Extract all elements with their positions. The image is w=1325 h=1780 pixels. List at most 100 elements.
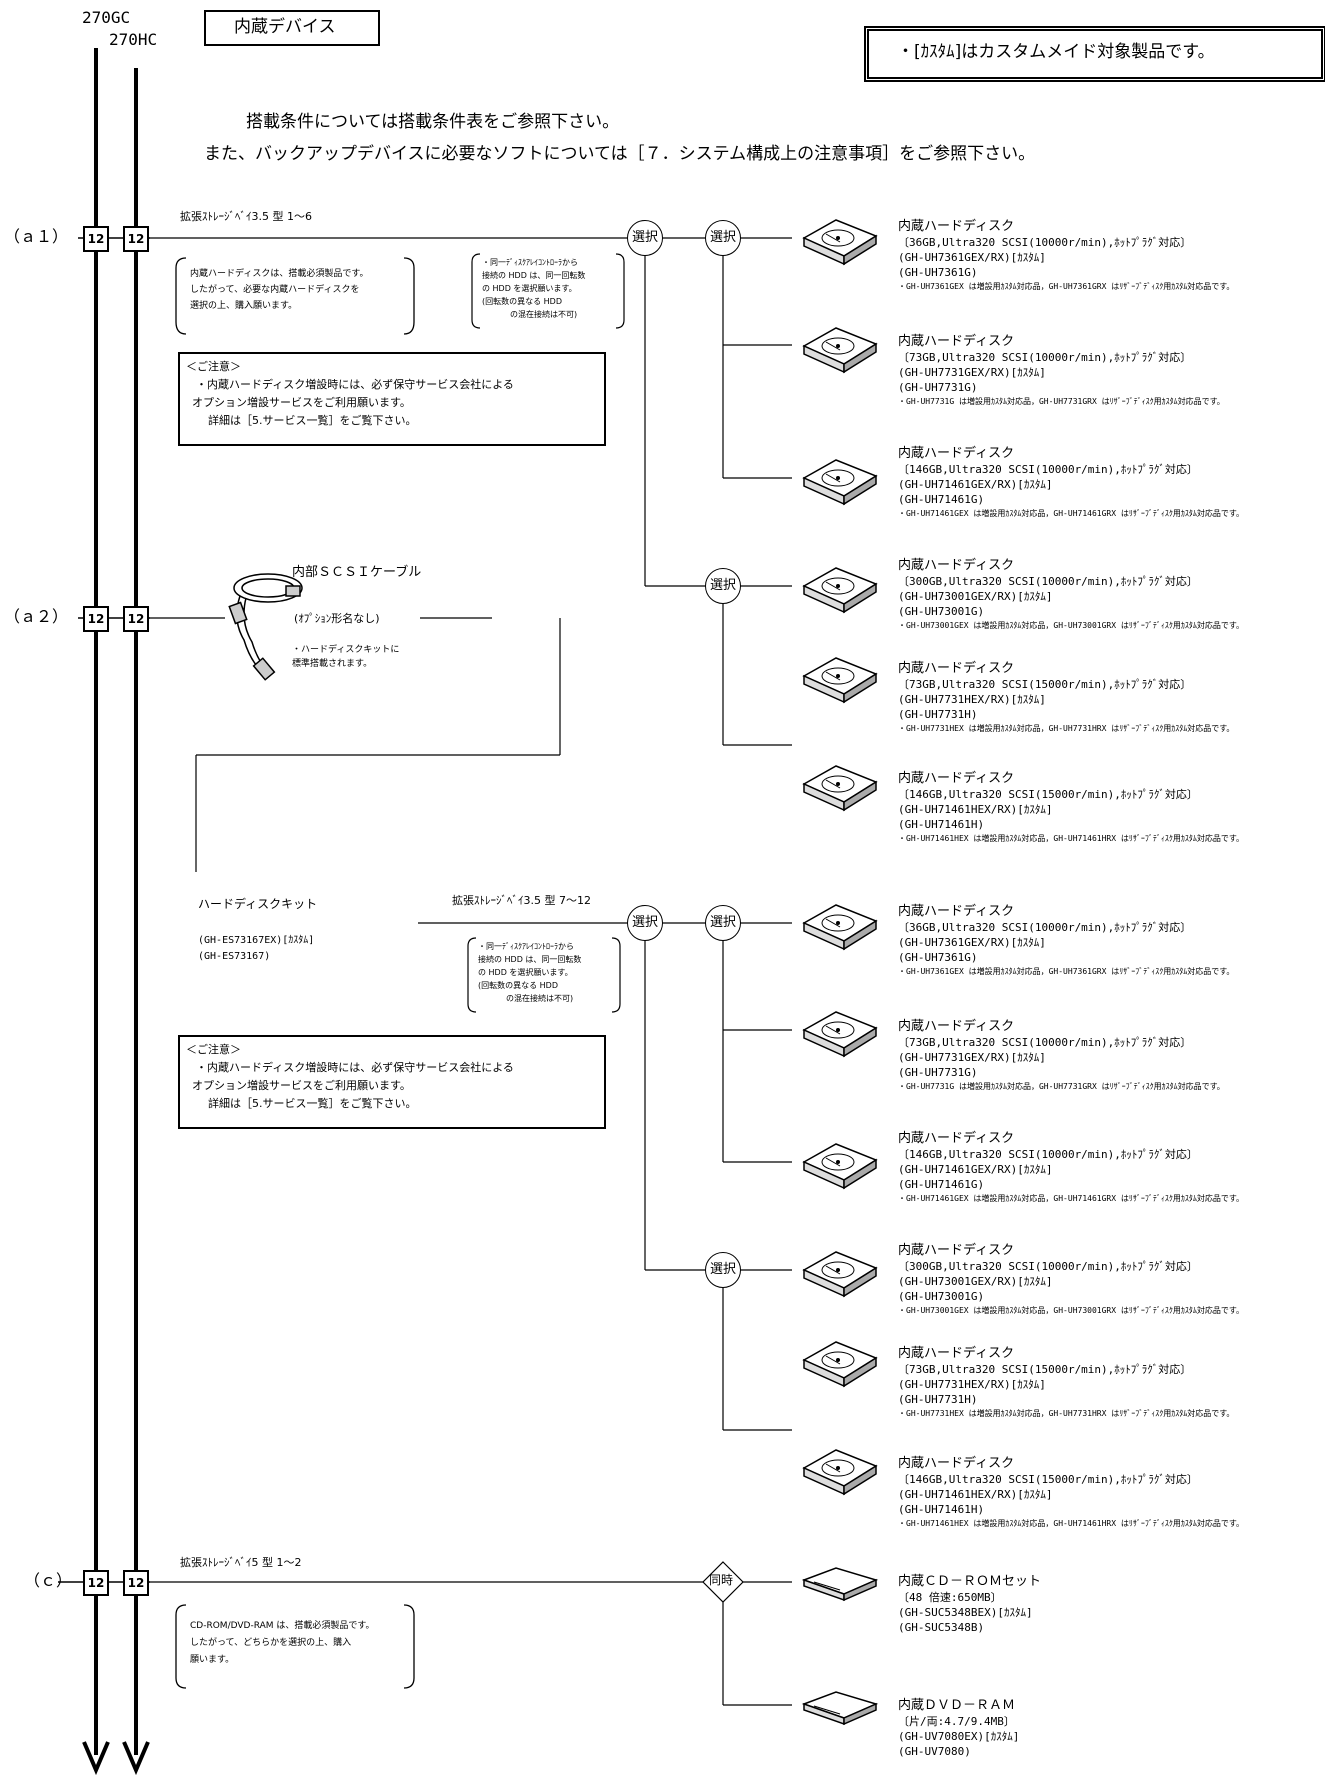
- select-node: 選択: [627, 220, 663, 256]
- note-line: 願います。: [190, 1655, 235, 1665]
- product-note: ・GH-UH73001GEX は増設用ｶｽﾀﾑ対応品，GH-UH73001GRX…: [898, 1306, 1245, 1315]
- product-title: 内蔵ハードディスク: [898, 661, 1015, 676]
- product-model1: (GH-UH7361GEX/RX)[ｶｽﾀﾑ]: [898, 936, 1046, 949]
- product-model1: (GH-UH7731HEX/RX)[ｶｽﾀﾑ]: [898, 1378, 1046, 1391]
- product-spec: 〔73GB,Ultra320 SCSI(10000r/min),ﾎｯﾄﾌﾟﾗｸﾞ…: [898, 1036, 1192, 1049]
- note-line: 内蔵ハードディスクは、搭載必須製品です。: [190, 269, 369, 279]
- scsi-cable-name: 内部ＳＣＳＩケーブル: [292, 565, 422, 580]
- bay-a1: 拡張ｽﾄﾚｰｼﾞﾍﾞｲ3.5 型 1～6: [180, 210, 312, 223]
- product-title: 内蔵ハードディスク: [898, 771, 1015, 786]
- model-270gc: 270GC: [82, 8, 131, 27]
- product-hdd: 内蔵ハードディスク 〔73GB,Ultra320 SCSI(15000r/min…: [898, 1345, 1234, 1420]
- product-spec: 〔146GB,Ultra320 SCSI(15000r/min),ﾎｯﾄﾌﾟﾗｸ…: [898, 1473, 1198, 1486]
- product-model2: (GH-UH7361G): [898, 951, 978, 964]
- product-hdd: 内蔵ハードディスク 〔146GB,Ultra320 SCSI(10000r/mi…: [898, 1130, 1244, 1205]
- select-node: 選択: [705, 1252, 741, 1288]
- simultaneous-node: 同時: [709, 1573, 734, 1587]
- product-model1: (GH-UH71461GEX/RX)[ｶｽﾀﾑ]: [898, 478, 1053, 491]
- product-model2: (GH-UH71461G): [898, 1178, 985, 1191]
- note-line: ・同一ﾃﾞｨｽｸｱﾚｲｺﾝﾄﾛｰﾗから: [482, 258, 578, 267]
- row-a1-num-hc: 12: [123, 226, 149, 252]
- product-model2: (GH-UH7731H): [898, 1393, 978, 1406]
- product-title: 内蔵ハードディスク: [898, 904, 1015, 919]
- product-title: 内蔵ハードディスク: [898, 1346, 1015, 1361]
- caution-line: 詳細は［5.サービス一覧］をご覧下さい。: [208, 414, 417, 427]
- row-label-a2: （ａ２）: [4, 607, 69, 626]
- caution-line: ＜ご注意＞: [186, 360, 241, 373]
- note-cdrom-required: CD-ROM/DVD-RAM は、搭載必須製品です。 したがって、どちらかを選択…: [190, 1618, 374, 1669]
- product-hdd: 内蔵ハードディスク 〔300GB,Ultra320 SCSI(10000r/mi…: [898, 1242, 1244, 1317]
- row-label-a1: （ａ１）: [4, 227, 69, 246]
- scsi-cable-note-1: ・ハードディスクキットに: [292, 645, 400, 655]
- row-a1-num-gc: 12: [83, 226, 109, 252]
- product-model1: (GH-UH7361GEX/RX)[ｶｽﾀﾑ]: [898, 251, 1046, 264]
- product-spec: 〔146GB,Ultra320 SCSI(10000r/min),ﾎｯﾄﾌﾟﾗｸ…: [898, 463, 1198, 476]
- product-title: 内蔵ＤＶＤ－ＲＡＭ: [898, 1698, 1016, 1713]
- product-model2: (GH-UH73001G): [898, 1290, 985, 1303]
- product-note: ・GH-UH71461HEX は増設用ｶｽﾀﾑ対応品，GH-UH71461HRX…: [898, 834, 1245, 843]
- section-title: 内蔵デバイス: [234, 17, 336, 37]
- caution-line: ・内蔵ハードディスク増設時には、必ず保守サービス会社による: [196, 378, 514, 391]
- product-note: ・GH-UH7731G は増設用ｶｽﾀﾑ対応品，GH-UH7731GRX はﾘｻ…: [898, 1082, 1225, 1091]
- hdd-kit-model2: (GH-ES73167): [198, 951, 271, 962]
- note-line: 接続の HDD は、同一回転数: [482, 271, 586, 280]
- note-same-rpm-mid: ・同一ﾃﾞｨｽｸｱﾚｲｺﾝﾄﾛｰﾗから 接続の HDD は、同一回転数 の HD…: [478, 940, 581, 1005]
- row-c-num-gc: 12: [83, 1570, 109, 1596]
- product-note: ・GH-UH7361GEX は増設用ｶｽﾀﾑ対応品，GH-UH7361GRX は…: [898, 967, 1235, 976]
- note-line: 選択の上、購入願います。: [190, 301, 298, 311]
- hdd-kit-name: ハードディスクキット: [198, 897, 318, 911]
- product-hdd: 内蔵ハードディスク 〔146GB,Ultra320 SCSI(15000r/mi…: [898, 770, 1244, 845]
- caution-line: オプション増設サービスをご利用願います。: [192, 396, 411, 409]
- product-model2: (GH-UH73001G): [898, 605, 985, 618]
- product-model2: (GH-UH7731G): [898, 381, 978, 394]
- product-note: ・GH-UH7361GEX は増設用ｶｽﾀﾑ対応品，GH-UH7361GRX は…: [898, 282, 1235, 291]
- note-line: の HDD を選択願います。: [482, 284, 577, 293]
- product-spec: 〔300GB,Ultra320 SCSI(10000r/min),ﾎｯﾄﾌﾟﾗｸ…: [898, 575, 1198, 588]
- product-hdd: 内蔵ハードディスク 〔300GB,Ultra320 SCSI(10000r/mi…: [898, 557, 1244, 632]
- product-note: ・GH-UH7731G は増設用ｶｽﾀﾑ対応品，GH-UH7731GRX はﾘｻ…: [898, 397, 1225, 406]
- product-model1: (GH-UV7080EX)[ｶｽﾀﾑ]: [898, 1730, 1020, 1743]
- row-a2-num-hc: 12: [123, 606, 149, 632]
- model-270hc: 270HC: [109, 30, 158, 49]
- product-model2: (GH-UH7731G): [898, 1066, 978, 1079]
- product-title: 内蔵ハードディスク: [898, 1131, 1015, 1146]
- product-title: 内蔵ＣＤ－ＲＯＭセット: [898, 1574, 1042, 1589]
- product-note: ・GH-UH71461HEX は増設用ｶｽﾀﾑ対応品，GH-UH71461HRX…: [898, 1519, 1245, 1528]
- note-line: ・同一ﾃﾞｨｽｸｱﾚｲｺﾝﾄﾛｰﾗから: [478, 942, 574, 951]
- product-note: ・GH-UH73001GEX は増設用ｶｽﾀﾑ対応品，GH-UH73001GRX…: [898, 621, 1245, 630]
- select-node: 選択: [705, 220, 741, 256]
- caution-line: ・内蔵ハードディスク増設時には、必ず保守サービス会社による: [196, 1061, 514, 1074]
- note-line: したがって、必要な内蔵ハードディスクを: [190, 285, 360, 295]
- note-line: (回転数の異なる HDD: [478, 981, 558, 990]
- section-title-box: 内蔵デバイス: [204, 10, 380, 46]
- product-model1: (GH-UH7731HEX/RX)[ｶｽﾀﾑ]: [898, 693, 1046, 706]
- caution-text: ＜ご注意＞ ・内蔵ハードディスク増設時には、必ず保守サービス会社による オプショ…: [186, 1041, 514, 1113]
- hdd-kit-model1: (GH-ES73167EX)[ｶｽﾀﾑ]: [198, 935, 315, 946]
- product-hdd: 内蔵ハードディスク 〔146GB,Ultra320 SCSI(10000r/mi…: [898, 445, 1244, 520]
- product-spec: 〔片/両:4.7/9.4MB〕: [898, 1715, 1015, 1728]
- product-model1: (GH-UH73001GEX/RX)[ｶｽﾀﾑ]: [898, 1275, 1053, 1288]
- product-note: ・GH-UH7731HEX は増設用ｶｽﾀﾑ対応品，GH-UH7731HRX は…: [898, 1409, 1235, 1418]
- product-hdd: 内蔵ハードディスク 〔146GB,Ultra320 SCSI(15000r/mi…: [898, 1455, 1244, 1530]
- bay-c: 拡張ｽﾄﾚｰｼﾞﾍﾞｲ5 型 1～2: [180, 1556, 302, 1569]
- product-model2: (GH-UH71461H): [898, 818, 985, 831]
- product-spec: 〔36GB,Ultra320 SCSI(10000r/min),ﾎｯﾄﾌﾟﾗｸﾞ…: [898, 236, 1192, 249]
- note-line: の混在接続は不可): [510, 310, 578, 319]
- caution-line: オプション増設サービスをご利用願います。: [192, 1079, 411, 1092]
- product-hdd: 内蔵ハードディスク 〔36GB,Ultra320 SCSI(10000r/min…: [898, 903, 1234, 978]
- note-line: (回転数の異なる HDD: [482, 297, 562, 306]
- select-node: 選択: [705, 905, 741, 941]
- caution-text: ＜ご注意＞ ・内蔵ハードディスク増設時には、必ず保守サービス会社による オプショ…: [186, 358, 514, 430]
- product-note: ・GH-UH71461GEX は増設用ｶｽﾀﾑ対応品，GH-UH71461GRX…: [898, 509, 1245, 518]
- intro-line-2: また、バックアップデバイスに必要なソフトについては［７．システム構成上の注意事項…: [204, 144, 1036, 164]
- product-model1: (GH-SUC5348BEX)[ｶｽﾀﾑ]: [898, 1606, 1033, 1619]
- product-model2: (GH-UH71461H): [898, 1503, 985, 1516]
- product-title: 内蔵ハードディスク: [898, 1456, 1015, 1471]
- product-model2: (GH-UH7731H): [898, 708, 978, 721]
- product-title: 内蔵ハードディスク: [898, 1243, 1015, 1258]
- product-hdd: 内蔵ハードディスク 〔73GB,Ultra320 SCSI(10000r/min…: [898, 333, 1225, 408]
- note-line: CD-ROM/DVD-RAM は、搭載必須製品です。: [190, 1621, 375, 1631]
- product-model2: (GH-SUC5348B): [898, 1621, 985, 1634]
- product-note: ・GH-UH71461GEX は増設用ｶｽﾀﾑ対応品，GH-UH71461GRX…: [898, 1194, 1245, 1203]
